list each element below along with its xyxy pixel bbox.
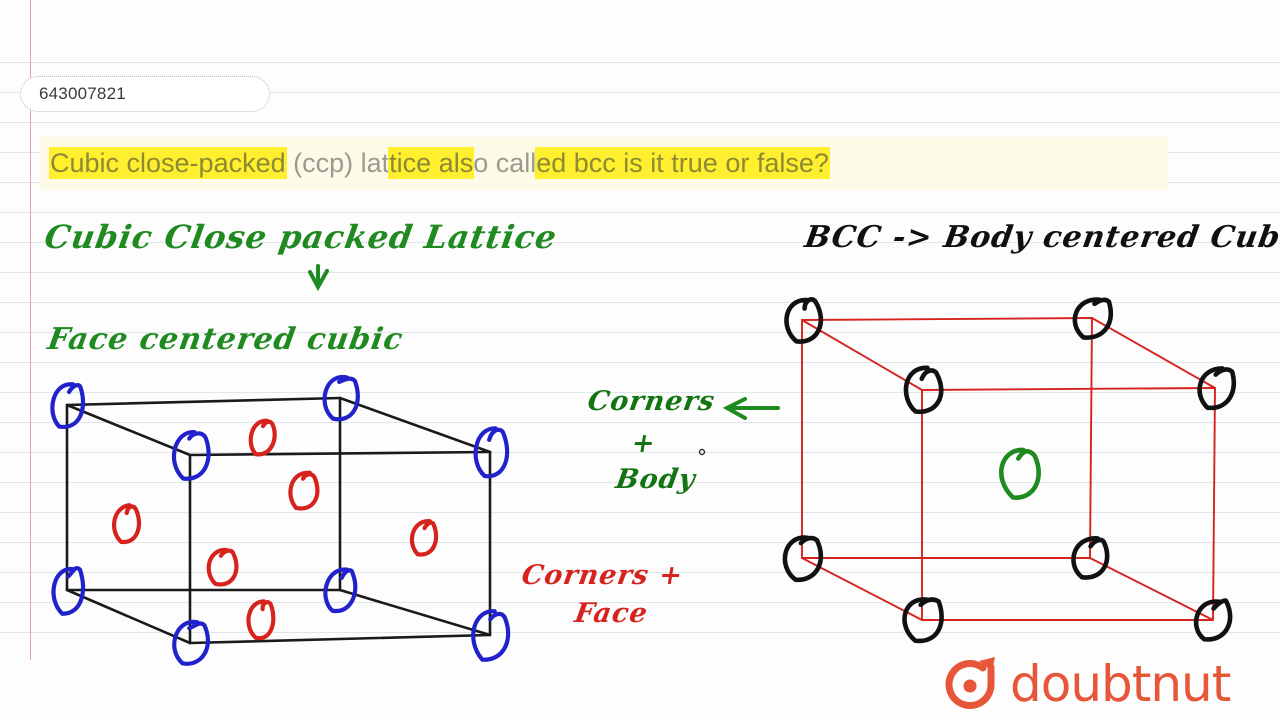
question-id-chip[interactable]: 643007821 bbox=[20, 76, 270, 112]
cube-edge-depth-topright bbox=[1091, 317, 1216, 389]
fcc-corner-atom-marker bbox=[50, 382, 86, 429]
margin-line bbox=[30, 0, 31, 660]
fcc-corner-atom-marker bbox=[471, 609, 511, 662]
doubtnut-wordmark: doubtnut bbox=[1010, 655, 1231, 713]
fcc-corner-atom-marker bbox=[323, 567, 358, 613]
fcc-face-center-atom-marker bbox=[409, 519, 439, 557]
doubtnut-logo: doubtnut bbox=[943, 655, 1231, 713]
bcc-corner-atom-marker bbox=[782, 535, 824, 583]
fcc-cube-group bbox=[50, 375, 511, 666]
question-title: Cubic close-packed (ccp) lattice also ca… bbox=[50, 143, 1175, 183]
fcc-face-center-atom-marker bbox=[248, 418, 277, 457]
cube-edge-depth-topleft bbox=[801, 319, 923, 391]
fcc-corner-atom-marker bbox=[473, 426, 510, 479]
down-arrow-icon bbox=[308, 264, 329, 292]
cube-edge-bottom-front bbox=[188, 633, 492, 645]
bcc-corner-atom-marker bbox=[1193, 598, 1233, 642]
question-text-highlighted: Cubic close-packed bbox=[50, 148, 286, 178]
fcc-face-center-atom-marker bbox=[246, 599, 276, 641]
bcc-corner-atom-marker bbox=[902, 597, 944, 644]
question-text-plain: (ccp) lat bbox=[285, 148, 390, 178]
fcc-face-center-atom-marker bbox=[288, 470, 320, 511]
ink-dot bbox=[698, 448, 706, 456]
bcc-corner-atom-marker bbox=[1071, 536, 1110, 580]
doubtnut-mark-icon bbox=[945, 657, 995, 709]
cube-edge-depth-bottomright bbox=[1089, 557, 1214, 621]
cube-edge-depth-bottomleft bbox=[801, 557, 923, 621]
question-text-plain: o call bbox=[473, 148, 537, 178]
question-id-text: 643007821 bbox=[39, 84, 126, 103]
bcc-corner-atom-marker bbox=[1072, 297, 1113, 340]
bcc-corner-atom-marker bbox=[1197, 366, 1236, 410]
bcc-body-center-atom-marker bbox=[998, 447, 1041, 500]
bcc-cube-group bbox=[782, 297, 1236, 644]
fcc-corner-atom-marker bbox=[51, 566, 85, 616]
question-text-highlighted: tice als bbox=[389, 148, 474, 178]
cube-edge-right-back bbox=[1089, 317, 1093, 559]
fcc-face-center-atom-marker bbox=[206, 547, 239, 587]
cube-edge-depth-bottomright bbox=[338, 588, 492, 637]
fcc-corner-atom-marker bbox=[171, 430, 211, 481]
arrow-strokes bbox=[308, 264, 780, 456]
fcc-face-center-atom-marker bbox=[111, 503, 142, 544]
fcc-corner-atom-marker bbox=[172, 619, 211, 666]
cube-edge-top-front bbox=[921, 387, 1216, 391]
cube-edge-depth-bottomleft bbox=[65, 588, 192, 645]
cube-edge-depth-topleft bbox=[65, 403, 192, 457]
cube-edge-right-front bbox=[1212, 387, 1216, 621]
bcc-corner-atom-marker bbox=[903, 365, 944, 414]
cube-edge-top-back bbox=[801, 317, 1093, 321]
cube-edge-depth-topright bbox=[338, 396, 492, 454]
question-text-highlighted: ed bcc is it true or false? bbox=[536, 148, 829, 178]
left-arrow-icon bbox=[722, 397, 780, 420]
fcc-corner-atom-marker bbox=[322, 375, 360, 422]
cube-edge-top-back bbox=[65, 396, 342, 407]
bcc-corner-atom-marker bbox=[784, 297, 824, 344]
